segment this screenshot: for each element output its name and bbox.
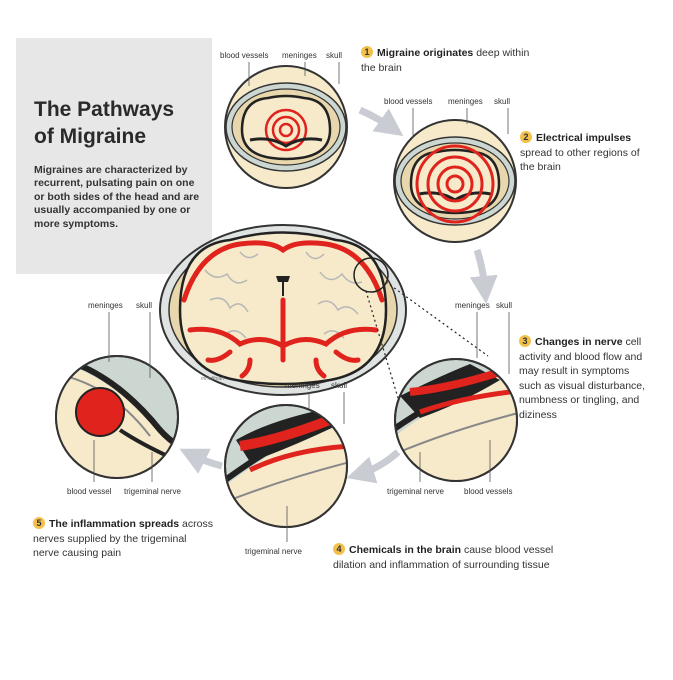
step-3-rest: cell activity and blood flow and may res… [519, 336, 646, 421]
label-blood-vessels-2: blood vessels [384, 97, 433, 106]
step-3-badge: 3 [519, 335, 531, 347]
step-1-caption: 1 Migraine originates deep within the bra… [361, 46, 536, 75]
label-trigeminal-nerve-3: trigeminal nerve [387, 487, 444, 496]
central-brain [159, 224, 489, 399]
label-skull-3: skull [496, 301, 513, 310]
step-5-caption: 5 The inflammation spreads across nerves … [33, 517, 213, 561]
arrow-4-to-5 [179, 448, 223, 474]
label-trigeminal-nerve-4: trigeminal nerve [245, 547, 302, 556]
step-3-caption: 3 Changes in nerve cell activity and bloo… [519, 335, 651, 422]
label-skull-5: skull [136, 301, 153, 310]
label-meninges-2: meninges [448, 97, 483, 106]
arrow-1-to-2 [358, 106, 404, 137]
page-title: The Pathways of Migraine [34, 96, 214, 150]
step-5-bold: The inflammation spreads [49, 518, 180, 530]
step-5-rest: across nerves supplied by the trigeminal… [33, 518, 213, 559]
arrow-3-to-4 [346, 449, 401, 484]
step-4-rest: cause blood vessel dilation and inflamma… [333, 544, 554, 571]
illustrator-credit: mHuffman [201, 376, 225, 382]
step-4-badge: 4 [333, 543, 345, 555]
label-meninges-4: meninges [285, 381, 320, 390]
intro-panel [16, 38, 212, 274]
label-blood-vessels-1: blood vessels [220, 51, 269, 60]
step-1-rest: deep within the brain [361, 47, 530, 74]
step-2-illustration [393, 119, 517, 243]
step-1-badge: 1 [361, 46, 373, 58]
label-skull-2: skull [494, 97, 511, 106]
step-2-rest: spread to other regions of the brain [520, 146, 640, 174]
arrow-2-to-3 [469, 248, 498, 304]
flow-arrows [179, 106, 498, 484]
title-line-2: of Migraine [34, 125, 147, 148]
label-blood-vessel-5: blood vessel [67, 487, 112, 496]
label-meninges-5: meninges [88, 301, 123, 310]
label-skull-4: skull [331, 381, 348, 390]
step-5-badge: 5 [33, 517, 45, 529]
step-1-bold: Migraine originates [377, 47, 474, 59]
label-blood-vessels-3: blood vessels [464, 487, 513, 496]
step-2-badge: 2 [520, 131, 532, 143]
step-3-bold: Changes in nerve [535, 336, 623, 348]
label-skull-1: skull [326, 51, 343, 60]
step-4-caption: 4 Chemicals in the brain cause blood vess… [333, 543, 555, 572]
title-line-1: The Pathways [34, 98, 175, 121]
label-meninges-3: meninges [455, 301, 490, 310]
label-meninges-1: meninges [282, 51, 317, 60]
step-1-illustration [224, 65, 348, 189]
label-leaders [93, 62, 510, 542]
intro-text: Migraines are characterized by recurrent… [34, 164, 200, 230]
step-2-bold: Electrical impulses [536, 132, 632, 144]
step-4-illustration [224, 404, 348, 528]
step-2-caption: 2 Electrical impulses spread to other reg… [520, 131, 650, 175]
step-3-illustration [394, 358, 518, 482]
label-trigeminal-nerve-5: trigeminal nerve [124, 487, 181, 496]
step-5-illustration [55, 355, 179, 479]
step-4-bold: Chemicals in the brain [349, 544, 462, 556]
